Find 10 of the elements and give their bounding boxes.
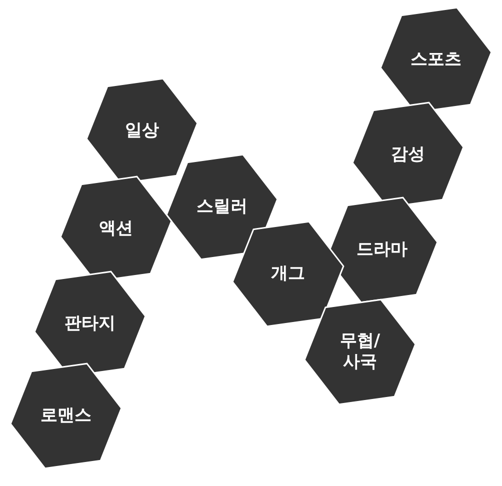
tile-label: 감성: [391, 144, 425, 166]
tile-label: 드라마: [356, 239, 408, 261]
tile-label: 스포츠: [410, 49, 462, 71]
tile-label: 액션: [99, 218, 133, 240]
tile-label: 개그: [271, 263, 305, 285]
tile-label: 스릴러: [196, 196, 248, 218]
tile-label: 판타지: [64, 313, 116, 335]
tile-label: 무협/사국: [338, 330, 382, 374]
tile-label: 일상: [125, 120, 159, 142]
tile-label: 로맨스: [40, 405, 92, 427]
